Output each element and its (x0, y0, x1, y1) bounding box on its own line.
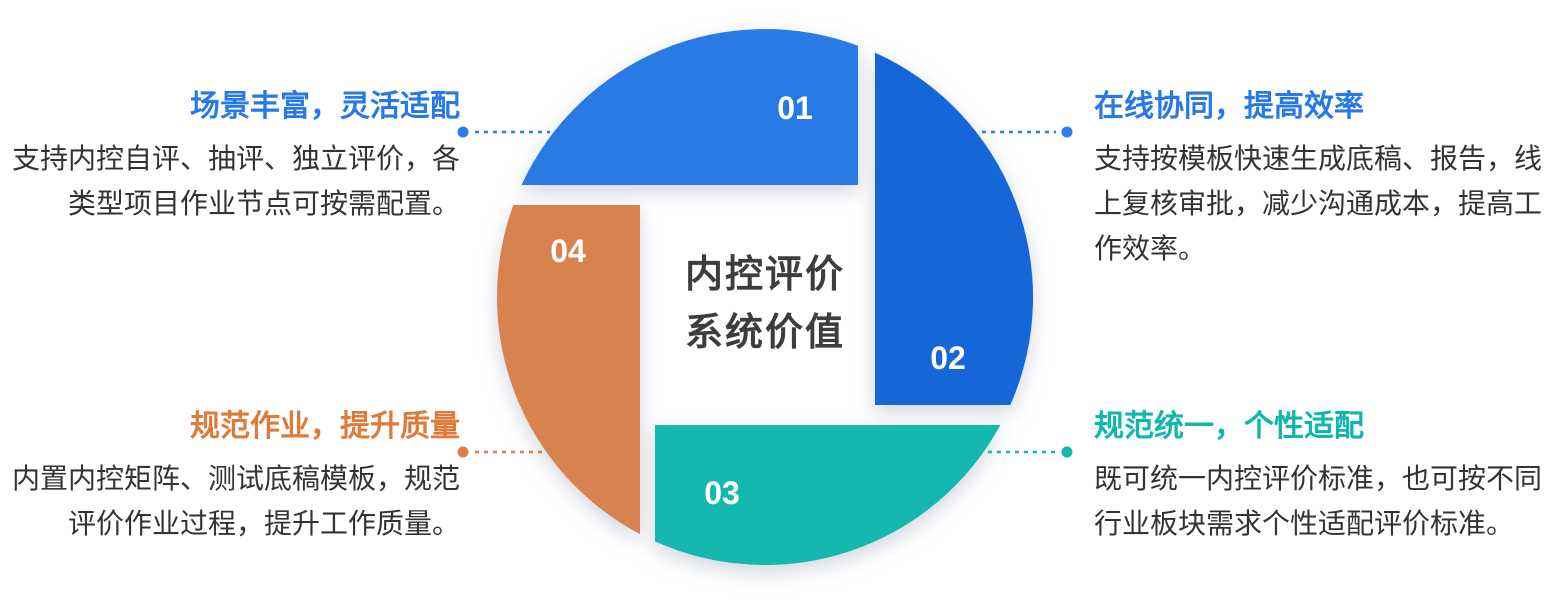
center-title: 内控评价 系统价值 (645, 246, 885, 362)
center-title-line2: 系统价值 (684, 312, 845, 354)
segment-01-number: 01 (777, 90, 813, 126)
feature-bottom-right: 规范统一，个性适配 既可统一内控评价标准，也可按不同行业板块需求个性适配评价标准… (1094, 408, 1554, 546)
segment-02-shape (875, 52, 1034, 405)
connector-bottom-right (988, 446, 1073, 458)
connector-dot-bottom-right (1061, 446, 1073, 458)
connector-top-right (982, 126, 1073, 138)
connector-dot-bottom-left (457, 446, 469, 458)
connector-bottom-left (457, 446, 542, 458)
feature-bottom-left: 规范作业，提升质量 内置内控矩阵、测试底稿模板，规范评价作业过程，提升工作质量。 (0, 408, 460, 546)
connector-dot-top-right (1061, 126, 1073, 138)
feature-body-bottom-right: 既可统一内控评价标准，也可按不同行业板块需求个性适配评价标准。 (1094, 463, 1543, 539)
feature-body-top-right: 支持按模板快速生成底稿、报告，线上复核审批，减少沟通成本，提高工作效率。 (1094, 143, 1543, 264)
segment-04-shape (497, 205, 640, 535)
segment-04-number: 04 (550, 233, 586, 269)
center-title-line1: 内控评价 (684, 254, 845, 296)
feature-top-left: 场景丰富，灵活适配 支持内控自评、抽评、独立评价，各类型项目作业节点可按需配置。 (0, 88, 460, 226)
feature-top-right: 在线协同，提高效率 支持按模板快速生成底稿、报告，线上复核审批，减少沟通成本，提… (1094, 88, 1554, 271)
segment-01-shape (521, 29, 858, 185)
segment-03-number: 03 (704, 475, 740, 511)
feature-title-top-right: 在线协同，提高效率 (1094, 90, 1364, 123)
segment-02-number: 02 (930, 340, 966, 376)
segment-03-shape (655, 425, 1001, 565)
feature-title-top-left: 场景丰富，灵活适配 (190, 90, 460, 123)
feature-title-bottom-left: 规范作业，提升质量 (190, 410, 460, 443)
feature-body-top-left: 支持内控自评、抽评、独立评价，各类型项目作业节点可按需配置。 (11, 143, 460, 219)
feature-body-bottom-left: 内置内控矩阵、测试底稿模板，规范评价作业过程，提升工作质量。 (11, 463, 460, 539)
connector-dot-top-left (457, 126, 469, 138)
connector-top-left (457, 126, 550, 138)
feature-title-bottom-right: 规范统一，个性适配 (1094, 410, 1364, 443)
